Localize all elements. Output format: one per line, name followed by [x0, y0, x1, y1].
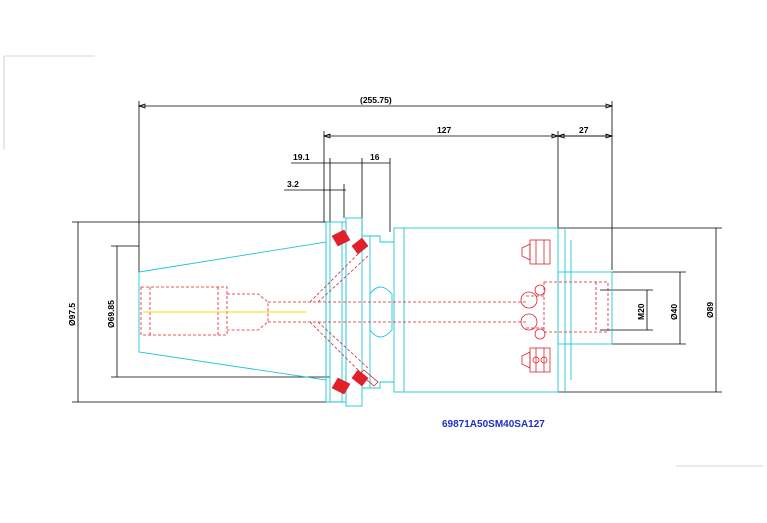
dim-small-offset: 3.2	[287, 179, 299, 189]
part-number: 69871A50SM40SA127	[442, 419, 545, 430]
tool-holder-outline	[138, 217, 613, 407]
dim-body-diameter: Ø89	[705, 302, 715, 318]
dim-taper-diameter: Ø69.85	[106, 300, 116, 328]
dimension-lines	[72, 101, 722, 403]
dim-outer-left-diameter: Ø97.5	[67, 303, 77, 326]
hidden-features	[140, 229, 609, 395]
dim-flange-offset: 19.1	[293, 152, 310, 162]
frame-lines	[3, 55, 763, 467]
dim-body-length: 127	[437, 125, 451, 135]
dim-thread: M20	[636, 303, 646, 320]
dim-bore-diameter: Ø40	[669, 304, 679, 320]
dim-end-length: 27	[579, 125, 589, 135]
dim-overall-length: (255.75)	[360, 95, 392, 105]
dim-groove-width: 16	[370, 152, 380, 162]
